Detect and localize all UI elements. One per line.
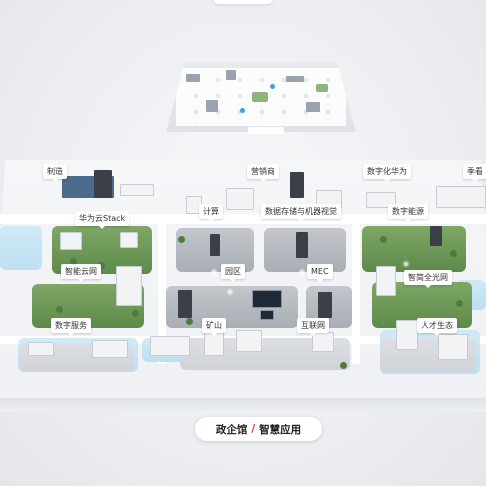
factory-tower xyxy=(94,170,112,198)
booth xyxy=(92,340,128,358)
booth xyxy=(28,342,54,356)
tree xyxy=(450,250,457,257)
zone-label-digital-service[interactable]: 数字服务 xyxy=(51,318,91,336)
overview-marker xyxy=(270,84,275,89)
breadcrumb[interactable]: 政企馆 / 智慧应用 xyxy=(195,417,322,441)
zone-label-optical[interactable]: 智简全光网 xyxy=(404,270,452,288)
overview-building xyxy=(186,74,200,82)
tree xyxy=(56,306,63,313)
floor-edge xyxy=(0,398,486,412)
tree xyxy=(178,236,185,243)
water-area xyxy=(0,226,42,270)
overview-grass xyxy=(316,84,328,92)
tree xyxy=(456,300,463,307)
tree xyxy=(70,258,77,265)
zone-label-partner[interactable]: 营销商 xyxy=(247,164,279,182)
server-rack xyxy=(318,292,332,318)
zone-label-park[interactable]: 园区 xyxy=(221,264,245,282)
zone-label-mec[interactable]: MEC xyxy=(307,264,333,282)
tree xyxy=(132,310,139,317)
overview-building xyxy=(226,70,236,80)
zone-label-stack[interactable]: 华为云Stack xyxy=(75,211,130,229)
road xyxy=(158,214,166,364)
tree xyxy=(380,236,387,243)
zone-label-digital-energy[interactable]: 数字能源 xyxy=(388,204,428,222)
zone-label-talent[interactable]: 人才生态 xyxy=(417,318,457,336)
booth xyxy=(120,184,154,196)
overview-minimap[interactable] xyxy=(166,62,356,132)
zone-label-digital-huawei[interactable]: 数字化华为 xyxy=(363,164,411,182)
road xyxy=(0,214,486,224)
breadcrumb-current[interactable]: 政企馆 xyxy=(215,423,248,436)
hotspot-glow xyxy=(298,268,306,276)
display-screen xyxy=(252,290,282,308)
booth xyxy=(396,320,418,350)
breadcrumb-sub[interactable]: 智慧应用 xyxy=(259,423,302,436)
booth xyxy=(236,330,262,352)
zone-label-mining[interactable]: 矿山 xyxy=(202,318,226,336)
hotspot-glow xyxy=(210,268,218,276)
tower xyxy=(290,172,304,198)
zone-label-storage[interactable]: 数据存储与机器视觉 xyxy=(261,204,341,222)
booth xyxy=(436,186,486,208)
booth xyxy=(116,266,142,306)
zone-pad-digital-energy[interactable] xyxy=(362,226,466,272)
booth xyxy=(438,334,468,360)
booth xyxy=(376,266,396,296)
server-rack xyxy=(430,226,442,246)
breadcrumb-separator: / xyxy=(251,423,256,435)
booth xyxy=(60,232,82,250)
hotspot-glow xyxy=(402,260,410,268)
overview-building xyxy=(306,102,320,112)
booth xyxy=(150,336,190,356)
tree xyxy=(98,262,105,269)
server-rack xyxy=(178,290,192,318)
tree xyxy=(186,318,193,325)
tree xyxy=(340,362,347,369)
zone-label-season[interactable]: 季看 xyxy=(463,164,486,182)
overview-marker xyxy=(240,108,245,113)
overview-building xyxy=(206,100,218,112)
overview-building xyxy=(286,76,304,82)
overview-grass xyxy=(252,92,268,102)
booth xyxy=(120,232,138,248)
server-rack xyxy=(296,232,308,258)
overview-caption xyxy=(248,127,284,134)
top-handle[interactable] xyxy=(213,0,273,4)
hotspot-glow xyxy=(226,288,234,296)
zone-label-smart-cloud[interactable]: 智能云网 xyxy=(61,264,101,282)
zone-label-compute[interactable]: 计算 xyxy=(199,204,223,222)
zone-label-internet[interactable]: 互联网 xyxy=(297,318,329,336)
booth xyxy=(226,188,254,210)
server-rack xyxy=(210,234,220,256)
display-screen xyxy=(260,310,274,320)
zone-label-manufacturing[interactable]: 制造 xyxy=(43,164,67,182)
road xyxy=(352,214,360,364)
